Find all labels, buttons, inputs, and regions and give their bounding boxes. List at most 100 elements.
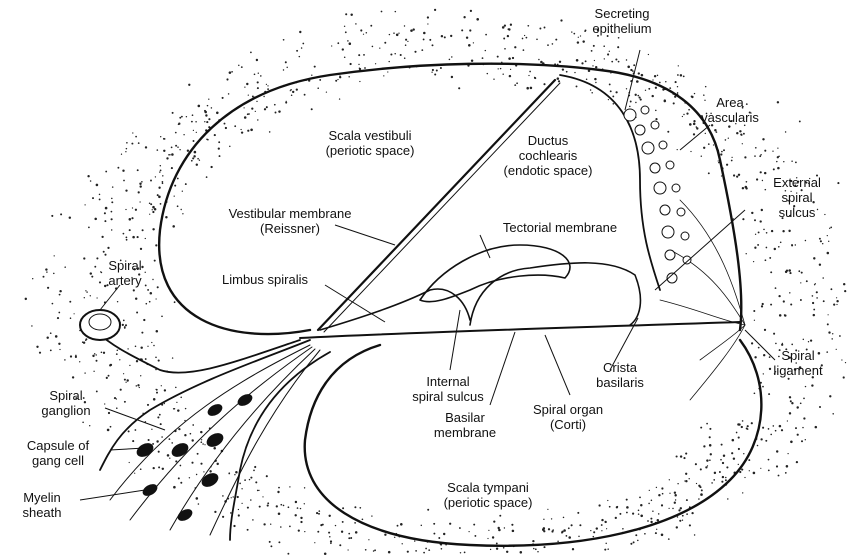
stipple-dot — [153, 344, 155, 347]
stipple-dot — [93, 370, 95, 372]
stipple-dot — [181, 115, 183, 118]
stipple-dot — [427, 23, 429, 25]
stipple-dot — [205, 176, 208, 178]
stipple-dot — [339, 544, 342, 547]
stipple-dot — [608, 83, 611, 86]
stipple-dot — [511, 529, 515, 533]
stipple-dot — [630, 542, 633, 545]
stipple-dot — [794, 244, 797, 246]
stipple-dot — [82, 341, 86, 344]
stipple-dot — [204, 121, 206, 123]
stipple-dot — [74, 355, 77, 358]
scala-vestibuli-outline — [157, 62, 743, 336]
stipple-dot — [681, 115, 684, 118]
stipple-dot — [358, 54, 361, 57]
stipple-dot — [171, 357, 174, 359]
stipple-dot — [501, 26, 505, 29]
stipple-dot — [304, 530, 306, 533]
stipple-dot — [534, 548, 537, 551]
stipple-dot — [275, 505, 278, 508]
stipple-dot — [256, 87, 259, 90]
stipple-dot — [800, 282, 802, 284]
stipple-dot — [251, 107, 254, 110]
stipple-dot — [788, 229, 791, 233]
stipple-dot — [668, 507, 670, 510]
stipple-dot — [179, 149, 181, 151]
stipple-dot — [818, 405, 822, 409]
duct-outer-wall — [559, 74, 661, 291]
stipple-dot — [629, 105, 631, 108]
stipple-dot — [765, 246, 768, 249]
stipple-dot — [153, 259, 156, 262]
stipple-dot — [435, 69, 438, 72]
stipple-dot — [103, 284, 107, 288]
stipple-dot — [822, 277, 824, 279]
stipple-dot — [764, 149, 767, 152]
stipple-dot — [637, 539, 639, 542]
stipple-dot — [83, 297, 85, 299]
stipple-dot — [358, 63, 360, 66]
stipple-dot — [774, 287, 777, 289]
stipple-dot — [102, 351, 106, 354]
stipple-dot — [789, 400, 792, 403]
stipple-dot — [760, 153, 762, 156]
reissner-membrane-line — [316, 78, 557, 332]
stipple-dot — [777, 147, 779, 149]
stipple-dot — [751, 211, 754, 215]
stipple-dot — [721, 461, 725, 465]
stipple-dot — [746, 428, 749, 430]
stipple-dot — [525, 36, 528, 39]
stipple-dot — [94, 265, 97, 268]
stipple-dot — [763, 228, 765, 231]
leader-secreting-epithelium — [624, 49, 641, 111]
stipple-dot — [154, 176, 157, 178]
stipple-dot — [514, 46, 517, 49]
stipple-dot — [216, 111, 219, 115]
stipple-dot — [177, 477, 180, 480]
stipple-dot — [769, 256, 772, 259]
stipple-dot — [783, 160, 785, 163]
stipple-dot — [328, 531, 331, 534]
stipple-dot — [776, 160, 778, 163]
stipple-dot — [568, 536, 571, 539]
stipple-dot — [782, 300, 785, 303]
stipple-dot — [250, 51, 252, 54]
stipple-dot — [294, 514, 297, 517]
stipple-dot — [268, 131, 271, 133]
stipple-dot — [463, 551, 466, 554]
stipple-dot — [813, 284, 816, 286]
stipple-dot — [423, 551, 425, 554]
stipple-dot — [126, 379, 129, 382]
stipple-dot — [675, 526, 678, 529]
stipple-dot — [350, 537, 353, 539]
stipple-dot — [720, 458, 722, 461]
stipple-dot — [394, 10, 397, 13]
stipple-dot — [300, 520, 303, 524]
stipple-dot — [790, 190, 792, 193]
stipple-dot — [603, 45, 605, 47]
stipple-dot — [509, 23, 513, 26]
stipple-dot — [243, 116, 247, 119]
stipple-dot — [84, 204, 86, 206]
stipple-dot — [287, 506, 290, 509]
stipple-dot — [785, 348, 788, 351]
stipple-dot — [208, 118, 211, 121]
stipple-dot — [744, 156, 747, 159]
stipple-dot — [635, 101, 637, 104]
stipple-dot — [414, 540, 416, 542]
stipple-dot — [433, 522, 436, 525]
stipple-dot — [151, 341, 153, 344]
stipple-dot — [737, 423, 740, 426]
stipple-dot — [270, 523, 272, 525]
stipple-dot — [763, 354, 766, 357]
stipple-dot — [723, 149, 725, 152]
vascularis-cell — [664, 249, 676, 261]
stipple-dot — [536, 38, 538, 41]
stipple-dot — [263, 108, 267, 111]
stipple-dot — [300, 47, 303, 49]
stipple-dot — [387, 550, 391, 554]
stipple-dot — [679, 74, 683, 77]
stipple-dot — [144, 237, 146, 240]
spiral-artery-vessel — [94, 329, 301, 374]
